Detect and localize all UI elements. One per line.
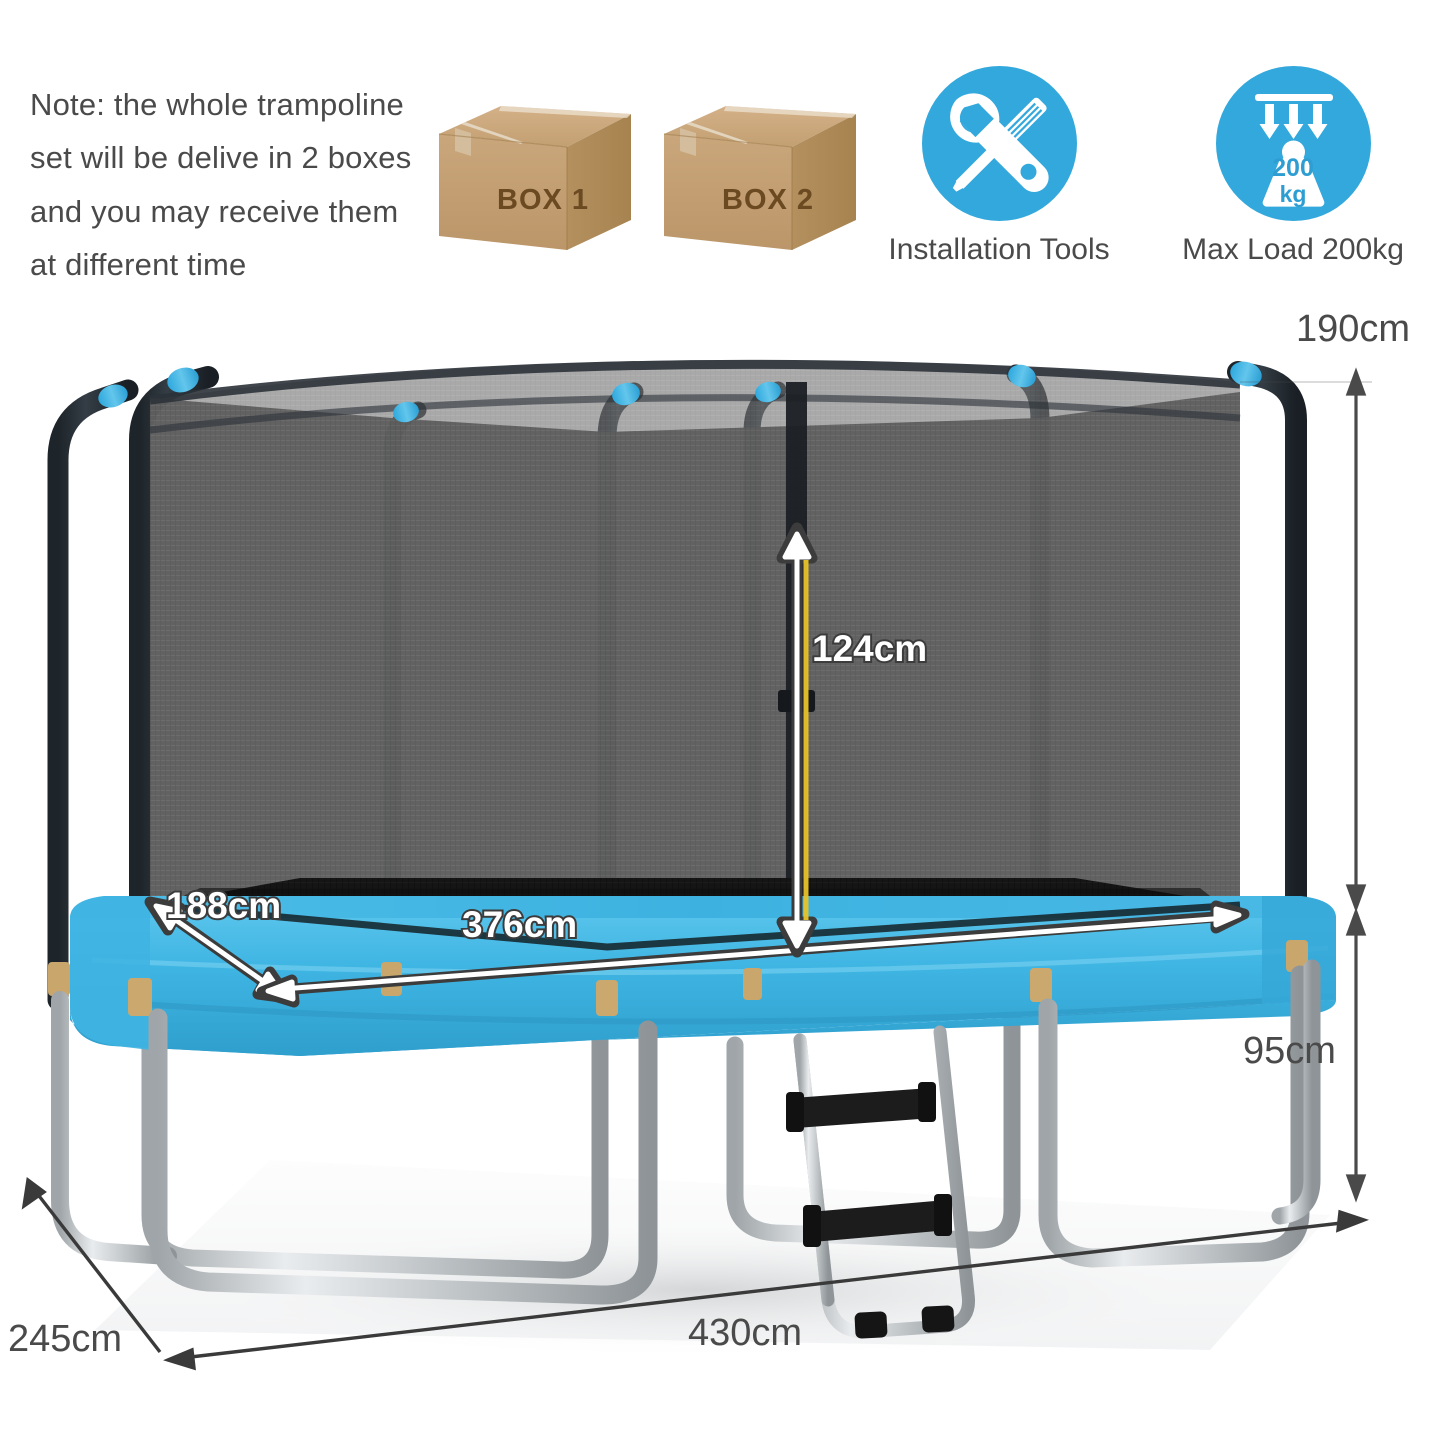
max-load-caption: Max Load 200kg: [1182, 233, 1404, 266]
box-1-label: BOX 1: [497, 184, 590, 216]
arrow-95cm: [1345, 907, 1367, 1203]
label-430cm: 430cm: [688, 1312, 803, 1354]
arrow-190cm: [1240, 367, 1372, 913]
box-1-illustration: [438, 106, 631, 250]
label-245cm: 245cm: [8, 1318, 123, 1360]
shipping-note: Note: the whole trampoline set will be d…: [30, 87, 412, 282]
box-1: BOX 1: [435, 100, 635, 260]
label-124cm: 124cm: [810, 626, 929, 671]
box-2-label: BOX 2: [722, 184, 815, 216]
label-190cm: 190cm: [1296, 308, 1411, 350]
frame-pad: [70, 896, 1336, 1056]
box-2-illustration: [663, 106, 856, 250]
box-2: BOX 2: [660, 100, 860, 260]
label-188cm: 188cm: [164, 883, 283, 928]
max-load-icon-glyph: [1254, 94, 1333, 207]
tools-icon: [921, 66, 1077, 221]
safety-net: [149, 359, 1241, 945]
label-95cm: 95cm: [1243, 1030, 1336, 1072]
ladder-steps: [786, 1082, 952, 1247]
arrow-430cm: [163, 1209, 1370, 1371]
ladder-feet: [854, 1305, 955, 1339]
tools-icon-glyph: [949, 93, 1049, 192]
installation-tools-caption: Installation Tools: [888, 233, 1110, 266]
ladder: [786, 1025, 976, 1339]
pole-collars: [48, 940, 1308, 1016]
dimension-arrows: [21, 367, 1372, 1371]
label-376cm: 376cm: [460, 902, 579, 947]
feature-installation-tools: Installation Tools: [884, 66, 1114, 267]
pole-caps: [98, 361, 1262, 423]
arrow-376cm: [256, 900, 1250, 1008]
arrow-124cm: [776, 522, 818, 958]
arrow-245cm: [21, 1176, 162, 1354]
